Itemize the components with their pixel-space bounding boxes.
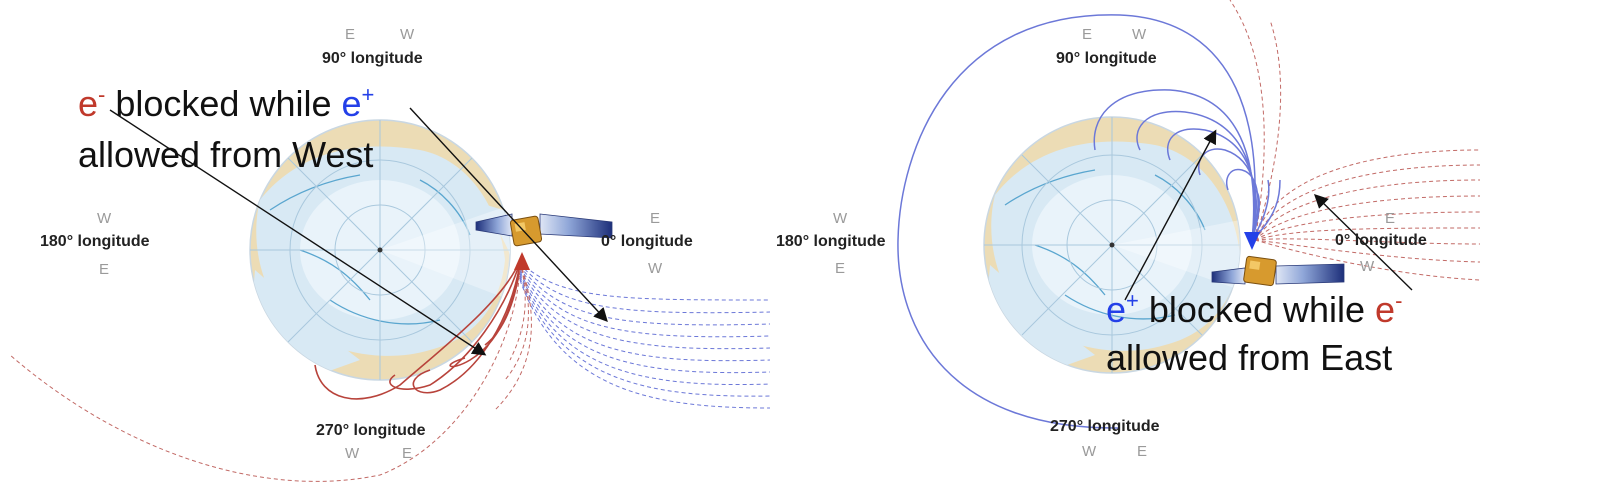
electron-cone-west: [514, 252, 530, 270]
dir-right-e: E: [1385, 210, 1396, 227]
dir-top-w: W: [400, 26, 415, 43]
electron-sign: -: [98, 82, 106, 107]
positron-arrow-west: [409, 107, 608, 323]
satellite-west: [475, 213, 613, 247]
west-diagram: [9, 107, 771, 482]
electron-symbol: e: [1375, 289, 1396, 330]
caption-west-line2: allowed from West: [78, 134, 374, 175]
electron-arrow-east: [1313, 194, 1413, 291]
electron-tails-west: [9, 261, 532, 482]
satellite-east: [1211, 255, 1345, 287]
globe-east: [983, 116, 1241, 374]
dir-left-w: W: [833, 210, 848, 227]
caption-mid: blocked while: [1138, 289, 1376, 330]
caption-east-line1: e+ blocked while e-: [1106, 288, 1402, 332]
positron-sign: +: [1126, 288, 1139, 313]
dir-left-e: E: [835, 260, 846, 277]
dir-top-w: W: [1132, 26, 1147, 43]
label-180-longitude: 180° longitude: [776, 233, 886, 250]
electron-trajectories-east: [1229, 0, 1481, 281]
label-180-longitude: 180° longitude: [40, 233, 150, 250]
caption-west-line1: e- blocked while e+: [78, 82, 374, 126]
dir-bot-e: E: [402, 445, 413, 462]
dir-top-e: E: [345, 26, 356, 43]
dir-left-w: W: [97, 210, 112, 227]
globe-west: [249, 119, 511, 381]
label-270-longitude: 270° longitude: [1050, 418, 1160, 435]
panel-east: E W 90° longitude W 180° longitude E E 0…: [776, 0, 1600, 490]
caption-mid: blocked while: [105, 83, 342, 124]
electron-symbol: e: [78, 83, 99, 124]
label-0-longitude: 0° longitude: [1335, 232, 1427, 249]
positron-trajectories-west: [519, 261, 771, 409]
positron-symbol: e: [341, 83, 362, 124]
dir-top-e: E: [1082, 26, 1093, 43]
positron-sign: +: [361, 82, 375, 107]
electron-sign: -: [1395, 288, 1403, 313]
east-diagram: [897, 0, 1481, 429]
dir-right-w: W: [1360, 258, 1375, 275]
positron-cone-east: [1244, 232, 1260, 250]
electron-trajectories-west: [314, 259, 521, 400]
caption-east-line2: allowed from East: [1106, 337, 1393, 378]
electron-arrow-west: [109, 109, 487, 356]
dir-left-e: E: [99, 261, 110, 278]
dir-bot-e: E: [1137, 443, 1148, 460]
label-270-longitude: 270° longitude: [316, 422, 426, 439]
positron-symbol: e: [1106, 289, 1127, 330]
label-90-longitude: 90° longitude: [322, 50, 423, 67]
dir-right-w: W: [648, 260, 663, 277]
label-90-longitude: 90° longitude: [1056, 50, 1157, 67]
label-0-longitude: 0° longitude: [601, 233, 693, 250]
positron-arrow-east: [1124, 129, 1217, 301]
panel-west: E W 90° longitude W 180° longitude E E 0…: [9, 26, 771, 482]
dir-bot-w: W: [345, 445, 360, 462]
dir-bot-w: W: [1082, 443, 1097, 460]
dir-right-e: E: [650, 210, 661, 227]
